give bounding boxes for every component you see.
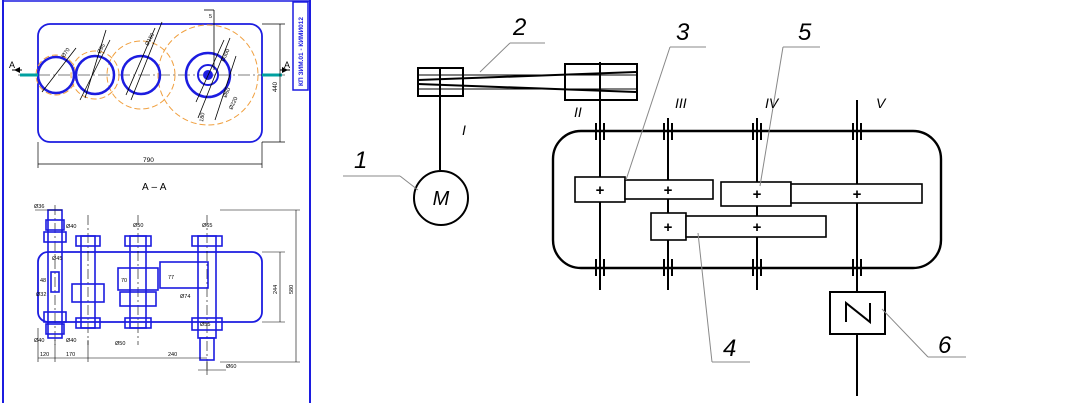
dim-top-left: Ø36 xyxy=(34,204,44,210)
stamp-text: КП ЗИМ.01 - КИМИ012 xyxy=(298,17,305,86)
dim-d55: Ø55 xyxy=(200,322,210,328)
title-stamp xyxy=(292,1,309,91)
dim-d45: Ø45 xyxy=(52,256,62,262)
section-a-label-right: А xyxy=(284,60,290,70)
section-view: Ø36 Ø40 Ø50 Ø65 Ø45 48 Ø32 70 77 Ø74 Ø40… xyxy=(34,204,300,375)
gear-mark: + xyxy=(753,219,762,236)
shaft-2-assembly xyxy=(71,235,105,329)
gear-mark: + xyxy=(753,186,762,203)
gear-IV-wheel xyxy=(685,215,827,238)
dim-d32: Ø32 xyxy=(36,292,46,298)
belt-drive xyxy=(417,63,638,101)
pitch-circle-4 xyxy=(157,24,259,126)
shaft-3-assembly xyxy=(117,235,159,329)
dim-d6: 180 xyxy=(199,112,207,122)
shaft-label-V: V xyxy=(876,95,887,111)
dim-d40b: Ø40 xyxy=(34,338,44,344)
gear-mark: + xyxy=(596,182,605,199)
gear-II-pinion xyxy=(574,176,626,203)
dim-d74: Ø74 xyxy=(180,294,190,300)
dim-w240: 240 xyxy=(168,352,177,358)
gear-III-wheel xyxy=(624,179,714,200)
shaft-label-IV: IV xyxy=(765,95,780,111)
dim-d40c: Ø40 xyxy=(66,338,76,344)
dim-h244: 244 xyxy=(273,285,279,294)
dim-d2: Ø95 xyxy=(97,43,107,55)
dim-d4: Ø220 xyxy=(228,96,239,111)
drawing-sheet: КП ЗИМ.01 - КИМИ012 xyxy=(2,0,311,403)
callout-6: 6 xyxy=(938,332,952,359)
bearings xyxy=(595,123,862,276)
dim-w170: 170 xyxy=(66,352,75,358)
overall-dims-top xyxy=(37,23,285,168)
bore-shaft-2 xyxy=(74,54,116,96)
coupling-symbol-icon xyxy=(845,300,871,325)
bore-shaft-3 xyxy=(120,54,162,96)
section-marker-right: А xyxy=(262,60,290,77)
gear-mark: + xyxy=(664,219,673,236)
dim-d48: 48 xyxy=(40,278,46,284)
section-a-label: А xyxy=(9,60,15,70)
callout-5: 5 xyxy=(798,19,812,46)
motor-label: М xyxy=(433,188,450,210)
callout-1: 1 xyxy=(354,147,367,174)
bore-shaft-4-inner xyxy=(197,64,219,86)
callout-3: 3 xyxy=(676,19,690,46)
dim-d50b: Ø50 xyxy=(115,341,125,347)
dim-w77: 77 xyxy=(168,275,174,281)
section-title: А – А xyxy=(142,182,167,193)
dim-w70: 70 xyxy=(121,278,127,284)
shaft-label-III: III xyxy=(675,95,687,111)
motor xyxy=(413,170,469,226)
shaft-4-assembly xyxy=(159,235,223,361)
dim-d50a: Ø50 xyxy=(133,223,143,229)
dim-d65: Ø65 xyxy=(202,223,212,229)
pitch-circle-2 xyxy=(70,50,120,100)
pitch-circle-3 xyxy=(106,40,176,110)
gears xyxy=(574,176,923,241)
dim-d1: Ø70 xyxy=(61,47,72,59)
gear-IV-pinion xyxy=(720,181,792,207)
gear-V-wheel xyxy=(790,183,923,204)
dim-w120: 120 xyxy=(40,352,49,358)
section-marker-left: А xyxy=(9,60,38,77)
shaft-label-II: II xyxy=(574,104,582,120)
gear-mark: + xyxy=(664,182,673,199)
shaft-label-I: I xyxy=(462,122,466,138)
dim-d60: Ø60 xyxy=(226,364,236,370)
dim-height-440: 440 xyxy=(273,81,279,92)
top-view: Ø70 Ø95 Ø150 Ø220 Ø300 180 Ø60 5 А А xyxy=(9,9,290,168)
kinematic-scheme xyxy=(343,42,966,396)
dim-d3: Ø150 xyxy=(144,32,156,47)
diameter-leaders xyxy=(41,9,237,121)
callout-2: 2 xyxy=(512,14,526,41)
dim-d40a: Ø40 xyxy=(66,224,76,230)
dim-d7: Ø60 xyxy=(222,87,232,99)
callout-4: 4 xyxy=(723,335,736,362)
pos-5: 5 xyxy=(209,14,212,20)
dim-d5: Ø300 xyxy=(220,48,231,63)
dim-h580: 580 xyxy=(289,285,295,294)
callout-leaders xyxy=(343,42,966,363)
housing-outline-section xyxy=(37,251,263,323)
gear-mark: + xyxy=(853,186,862,203)
dim-width-790: 790 xyxy=(143,157,154,164)
